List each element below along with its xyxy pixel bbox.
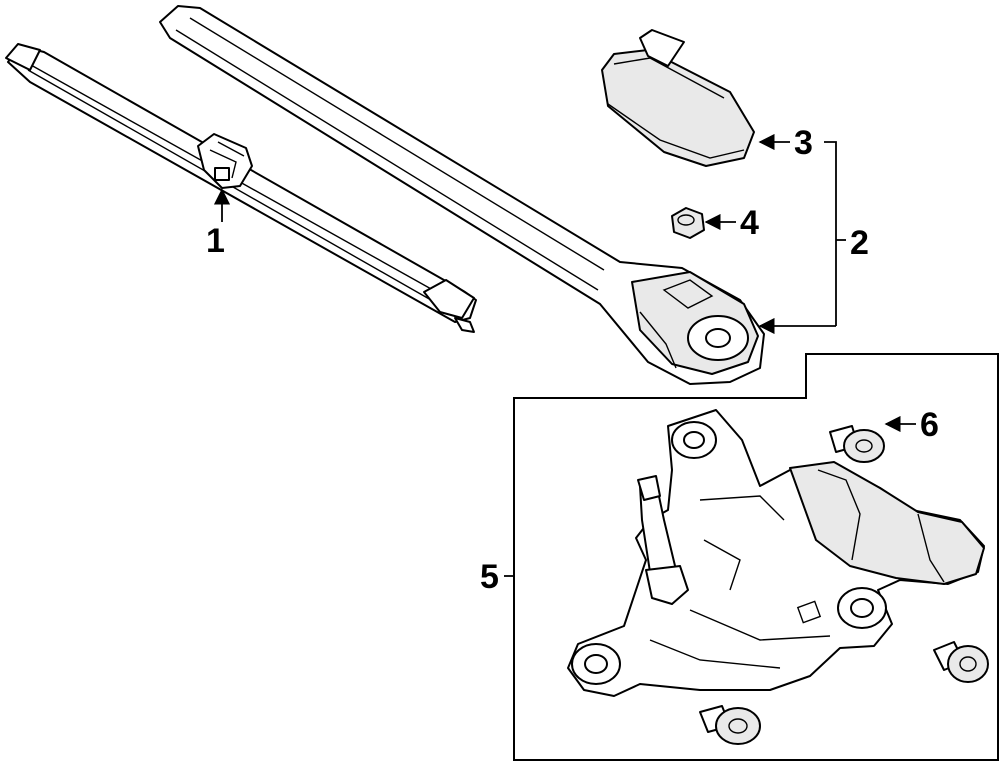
wiper-arm[interactable] (159, 5, 765, 385)
bolt-upper[interactable] (829, 425, 885, 463)
bolt-lower[interactable] (699, 705, 761, 745)
callout-1: 1 (206, 222, 225, 260)
motor-assembly-box (513, 353, 999, 761)
wiper-blade[interactable] (5, 43, 477, 333)
callout-3: 3 (794, 124, 813, 162)
leader-2-bracket (824, 141, 837, 326)
callout-4: 4 (740, 204, 759, 242)
nut[interactable] (671, 207, 705, 239)
callout-6: 6 (920, 406, 939, 444)
callout-2: 2 (850, 224, 869, 262)
callout-5: 5 (480, 558, 499, 596)
bolt-right[interactable] (933, 641, 989, 683)
arm-cap[interactable] (601, 29, 755, 167)
wiper-motor[interactable] (567, 409, 985, 697)
